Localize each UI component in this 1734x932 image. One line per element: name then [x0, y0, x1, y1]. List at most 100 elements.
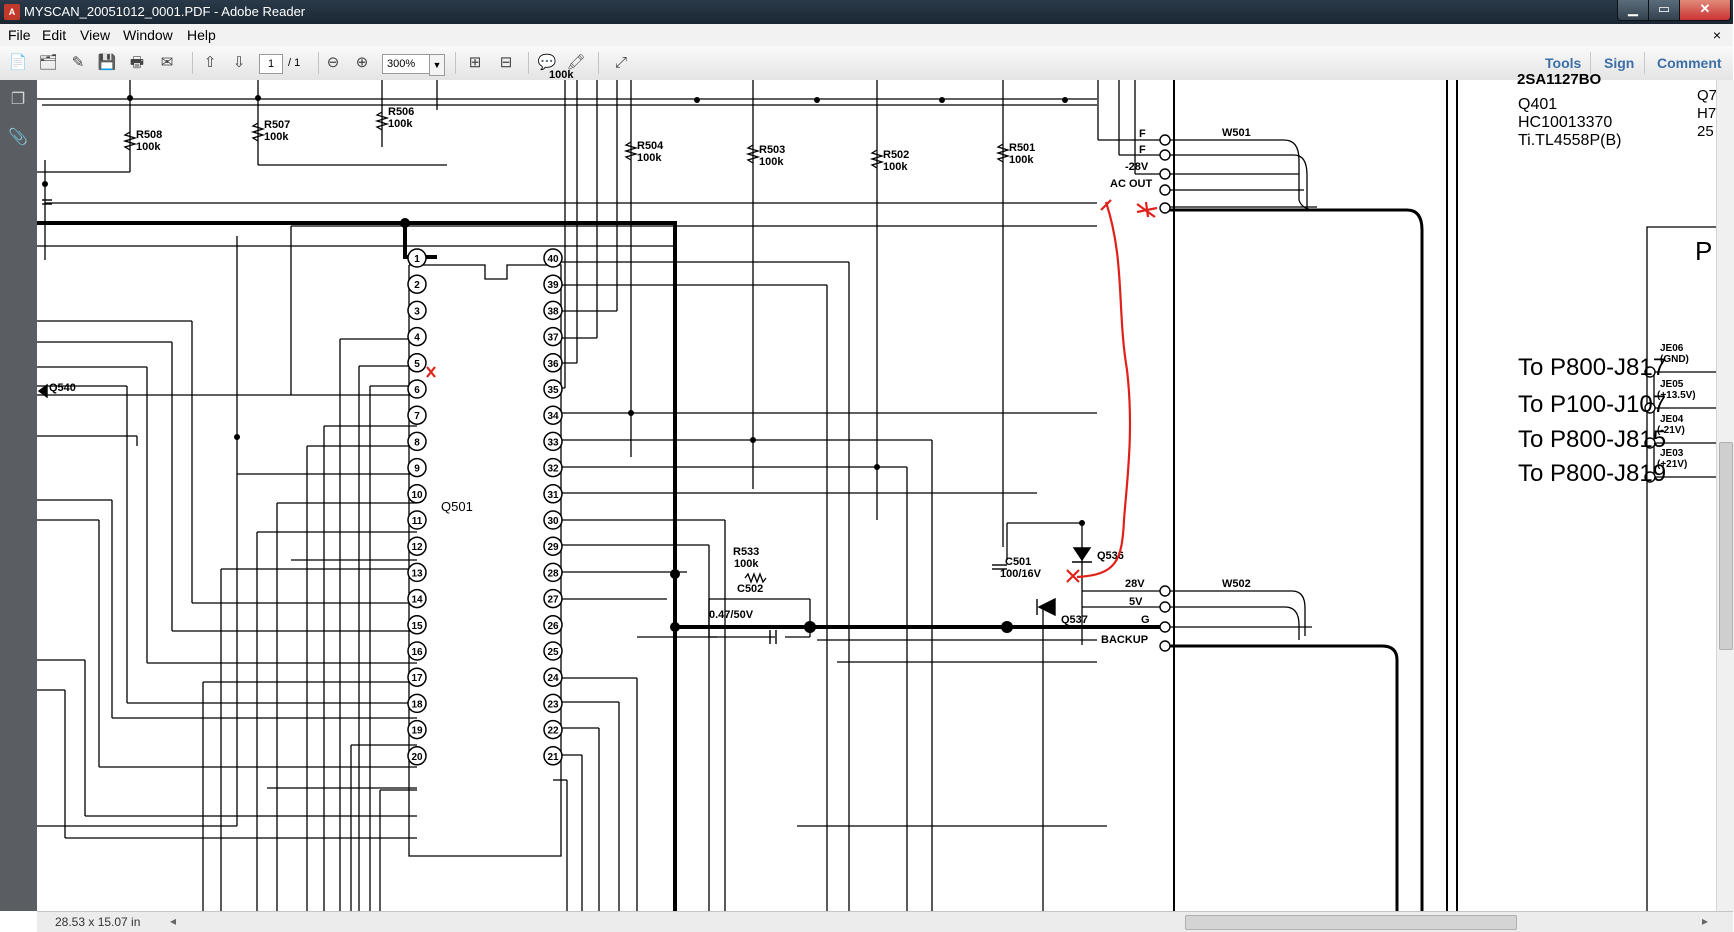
menu-edit[interactable]: Edit — [42, 27, 67, 43]
w501-label: W501 — [1222, 127, 1251, 139]
schematic-wires — [37, 80, 1716, 911]
ic-pin — [543, 457, 563, 478]
ic-pin-number: 39 — [547, 280, 559, 291]
ic-pin-number: 16 — [411, 647, 423, 658]
ic-pin-number: 7 — [414, 411, 420, 422]
ic-pin — [543, 536, 563, 556]
zoom-in-icon[interactable]: ⊕ — [355, 54, 369, 71]
comment-icon[interactable]: 💬 — [537, 54, 557, 71]
vertical-scrollbar[interactable] — [1716, 80, 1734, 911]
tools-link[interactable]: Tools — [1545, 55, 1582, 71]
resistor-value: 100k — [759, 156, 784, 168]
menu-view[interactable]: View — [80, 27, 111, 43]
minimize-button[interactable]: ▁ — [1617, 0, 1649, 21]
menu-file[interactable]: File — [8, 27, 31, 43]
ic-pin — [407, 457, 427, 478]
edit-icon[interactable]: ✎ — [71, 54, 85, 71]
ic-pin-number: 22 — [547, 726, 559, 737]
highlight-icon[interactable]: 🖍 — [566, 54, 586, 71]
ic-pin-number: 32 — [547, 464, 559, 475]
scroll-right-icon[interactable]: ▸ — [1702, 914, 1709, 928]
ic-pin-number: 35 — [547, 385, 559, 396]
close-document-button[interactable]: × — [1712, 27, 1721, 43]
close-button[interactable]: ✕ — [1679, 0, 1731, 21]
je-label: JE05 — [1660, 379, 1684, 390]
ic-pin — [543, 615, 563, 635]
horizontal-scroll-thumb[interactable] — [1185, 915, 1517, 930]
combine-files-icon[interactable]: 🗂 — [38, 54, 58, 71]
ic-pin — [543, 641, 563, 661]
fit-width-icon[interactable]: ⊟ — [499, 54, 513, 71]
schematic-labels: 100k 2SA1127BO Q401 HC10013370 Ti.TL4558… — [49, 69, 1717, 646]
n25-label: 25 — [1697, 123, 1714, 140]
c502-value: 0.47/50V — [709, 609, 754, 621]
f2-label: F — [1139, 144, 1146, 156]
maximize-button[interactable]: ▭ — [1648, 0, 1680, 21]
scroll-left-icon[interactable]: ◂ — [170, 914, 177, 928]
backup-label: BACKUP — [1101, 634, 1148, 646]
save-icon[interactable]: 💾 — [97, 54, 117, 71]
attachments-icon[interactable]: 📎 — [8, 129, 28, 146]
vertical-scroll-thumb[interactable] — [1719, 442, 1733, 650]
toolbar-divider — [455, 52, 456, 74]
ic-pin-number: 5 — [414, 359, 420, 370]
ic-pin-number: 40 — [547, 254, 559, 265]
connection-label: To P800-J815 — [1518, 426, 1666, 453]
zoom-out-icon[interactable]: ⊖ — [326, 54, 340, 71]
ic-pin-number: 33 — [547, 437, 559, 448]
menu-help[interactable]: Help — [187, 27, 216, 43]
ic-pin-number: 13 — [411, 568, 423, 579]
page-thumbnails-icon[interactable]: ❐ — [10, 91, 26, 108]
ic-pin — [407, 300, 427, 321]
ic-pin — [543, 667, 563, 687]
connection-label: To P800-J817 — [1518, 354, 1666, 381]
navigation-pane: ❐ 📎 — [0, 80, 37, 911]
r533-value: 100k — [734, 558, 759, 570]
print-icon[interactable]: 🖶 — [129, 54, 145, 71]
menu-window[interactable]: Window — [123, 27, 173, 43]
zoom-dropdown-icon[interactable]: ▼ — [429, 54, 445, 76]
v5-label: 5V — [1129, 596, 1143, 608]
ic-pin — [543, 562, 563, 583]
window-title: MYSCAN_20051012_0001.PDF - Adobe Reader — [24, 4, 306, 19]
next-page-icon[interactable]: ⇩ — [232, 54, 246, 71]
je-signal: (+21V) — [1657, 459, 1687, 470]
fit-page-icon[interactable]: ⊞ — [468, 54, 482, 71]
sign-link[interactable]: Sign — [1604, 55, 1635, 71]
je-label: JE03 — [1660, 448, 1684, 459]
ic-pin-number: 38 — [547, 306, 559, 317]
pdf-icon: A — [4, 4, 20, 20]
ic-pin-number: 31 — [547, 490, 559, 501]
ground-bus — [37, 221, 1165, 911]
ic-pin-number: 11 — [412, 516, 423, 527]
ic-pin-number: 4 — [414, 333, 420, 344]
email-icon[interactable]: ✉ — [160, 54, 174, 71]
zoom-level-input[interactable] — [382, 54, 430, 74]
h7-label: H7 — [1697, 105, 1716, 122]
ic-pin — [543, 248, 563, 268]
ic-pins: 1234567891011121314151617181920403938373… — [407, 248, 563, 766]
big-p-label: P — [1695, 236, 1712, 266]
create-pdf-icon[interactable]: 📄 — [8, 54, 28, 71]
resistor-ref: R504 — [637, 140, 664, 152]
ic-pin-number: 27 — [547, 595, 559, 606]
page-number-input[interactable] — [259, 54, 283, 74]
ic-pin — [543, 746, 563, 766]
ic-pin — [407, 693, 427, 714]
ic-pin — [407, 746, 427, 766]
ic-pin — [543, 510, 563, 530]
fullscreen-icon[interactable]: ⤢ — [614, 54, 627, 71]
ic-pin — [407, 405, 427, 425]
v28-label: 28V — [1125, 578, 1145, 590]
ic-pin — [543, 274, 563, 294]
part-code-label: 2SA1127BO — [1517, 71, 1602, 88]
toolbar-divider — [192, 52, 193, 74]
toolbar-divider — [1590, 52, 1591, 74]
resistor-value: 100k — [637, 152, 662, 164]
prev-page-icon[interactable]: ⇧ — [203, 54, 217, 71]
ic-pin — [543, 379, 563, 399]
ic-pin — [543, 326, 563, 347]
ic-pin — [407, 248, 427, 268]
comment-link[interactable]: Comment — [1657, 55, 1722, 71]
